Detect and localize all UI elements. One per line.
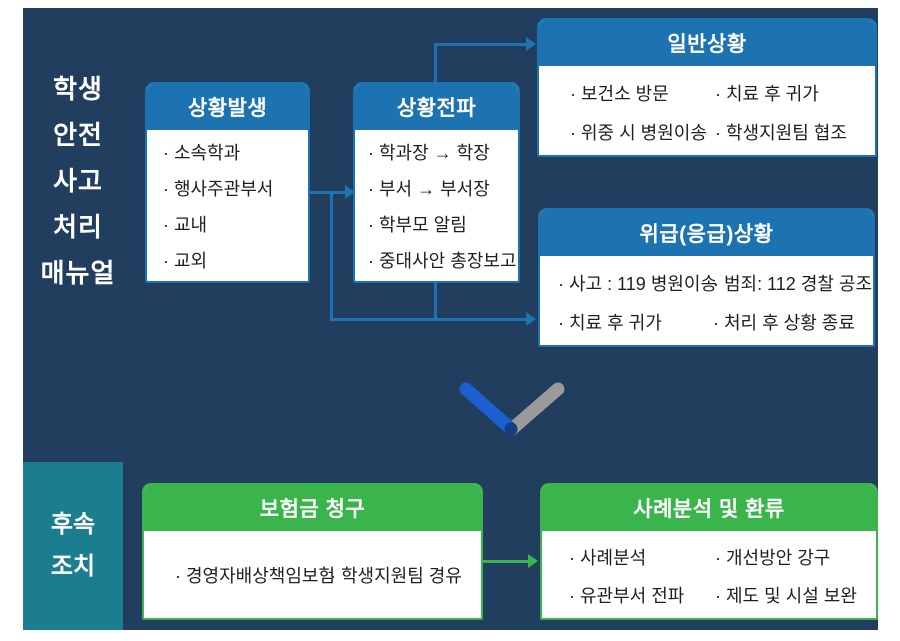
arrowhead-emergency-icon: [526, 312, 536, 326]
box-spread-title: 상황전파: [355, 84, 518, 130]
list-item: · 교외: [163, 251, 208, 271]
checkmark-divider-icon: [459, 382, 565, 436]
list-item: · 유관부서 전파: [569, 586, 685, 606]
box-analysis: 사례분석 및 환류 · 사례분석 · 개선방안 강구 · 유관부서 전파 · 제…: [540, 483, 878, 620]
box-emergency-title: 위급(응급)상황: [540, 210, 873, 256]
manual-title-line: 처리: [53, 212, 103, 242]
box-occurrence-items: · 소속학과 · 행사주관부서 · 교내 · 교외: [147, 130, 308, 281]
followup-label-line: 조치: [50, 553, 96, 580]
list-item: · 부서 → 부서장: [368, 179, 490, 199]
list-item: · 소속학과: [163, 143, 241, 163]
box-insurance-items: · 경영자배상책임보험 · 학생지원팀 경유: [144, 531, 481, 618]
manual-title-line: 학생: [53, 74, 103, 104]
box-spread: 상황전파 · 학과장 → 학장 · 부서 → 부서장 · 학부모 알림 · 중대…: [353, 82, 520, 283]
list-item: · 학부모 알림: [368, 215, 467, 235]
box-analysis-title: 사례분석 및 환류: [542, 485, 876, 531]
manual-title: 학생 안전 사고 처리 매뉴얼: [23, 74, 133, 288]
list-item: · 보건소 방문: [570, 84, 669, 104]
list-item: · 범죄: 112 경찰 공조: [713, 274, 873, 294]
connector-to-emergency: [330, 318, 526, 321]
list-item: · 행사주관부서: [163, 179, 274, 199]
list-item: · 학생지원팀 협조: [715, 123, 847, 143]
list-item: · 치료 후 귀가: [715, 84, 819, 104]
box-spread-items: · 학과장 → 학장 · 부서 → 부서장 · 학부모 알림 · 중대사안 총장…: [355, 130, 518, 281]
connector-drop-line: [330, 191, 333, 320]
manual-title-line: 매뉴얼: [40, 258, 116, 288]
connector-spread-top: [434, 44, 437, 84]
box-emergency-items: · 사고 : 119 병원이송 · 범죄: 112 경찰 공조 · 치료 후 귀…: [540, 256, 873, 345]
arrowhead-analysis-icon: [528, 554, 538, 568]
box-occurrence: 상황발생 · 소속학과 · 행사주관부서 · 교내 · 교외: [145, 82, 310, 283]
list-item: · 교내: [163, 215, 208, 235]
connector-spread-bottom: [434, 283, 437, 321]
followup-label: 후속 조치: [23, 462, 123, 630]
list-item: · 위중 시 병원이송: [570, 123, 707, 143]
box-general-title: 일반상황: [539, 20, 875, 66]
arrowhead-spread-icon: [345, 185, 355, 199]
list-item: · 제도 및 시설 보완: [715, 586, 857, 606]
box-emergency: 위급(응급)상황 · 사고 : 119 병원이송 · 범죄: 112 경찰 공조…: [538, 208, 875, 347]
manual-title-line: 사고: [53, 166, 103, 196]
connector-insurance-analysis: [483, 560, 529, 563]
connector-to-general: [434, 43, 526, 46]
list-item: · 개선방안 강구: [715, 548, 831, 568]
box-general: 일반상황 · 보건소 방문 · 치료 후 귀가 · 위중 시 병원이송 · 학생…: [537, 18, 877, 157]
list-item: · 치료 후 귀가: [558, 313, 662, 333]
list-item: · 중대사안 총장보고: [368, 251, 517, 271]
list-item: · 학과장 → 학장: [368, 143, 490, 163]
list-item: · 사고 : 119 병원이송: [558, 274, 718, 294]
arrowhead-general-icon: [526, 37, 536, 51]
box-analysis-items: · 사례분석 · 개선방안 강구 · 유관부서 전파 · 제도 및 시설 보완: [542, 531, 876, 618]
box-occurrence-title: 상황발생: [147, 84, 308, 130]
box-insurance-title: 보험금 청구: [144, 485, 481, 531]
list-item: · 사례분석: [569, 548, 647, 568]
box-insurance: 보험금 청구 · 경영자배상책임보험 · 학생지원팀 경유: [142, 483, 483, 620]
box-general-items: · 보건소 방문 · 치료 후 귀가 · 위중 시 병원이송 · 학생지원팀 협…: [539, 66, 875, 155]
list-item: · 경영자배상책임보험: [175, 565, 336, 586]
manual-title-line: 안전: [53, 120, 103, 150]
followup-label-line: 후속: [50, 511, 96, 538]
connector-occurrence-spread: [310, 191, 347, 194]
list-item: · 처리 후 상황 종료: [713, 313, 855, 333]
list-item: · 학생지원팀 경유: [330, 565, 462, 586]
